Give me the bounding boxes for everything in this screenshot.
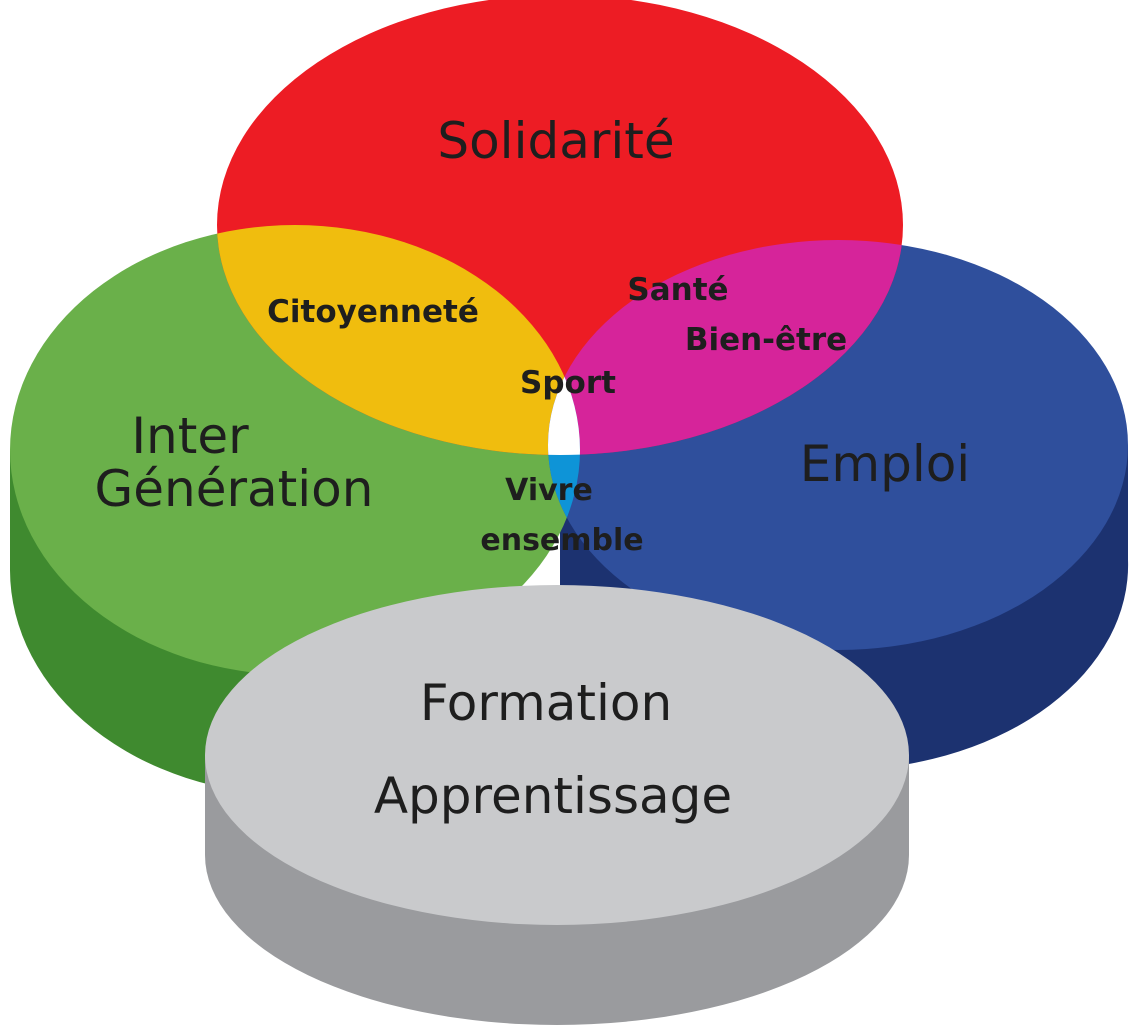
vivre-label-line1: Vivre [505, 473, 593, 508]
sport-label: Sport [520, 365, 616, 401]
formation-label-line2: Apprentissage [374, 767, 732, 825]
emploi-label: Emploi [800, 435, 970, 493]
sante-label-line2: Bien-être [685, 322, 847, 358]
vivre-label-line2: ensemble [480, 523, 643, 558]
sante-label-line1: Santé [627, 272, 728, 308]
inter-label-line1: Inter [131, 407, 249, 465]
solidarite-label: Solidarité [437, 112, 674, 170]
formation-label-line1: Formation [420, 674, 672, 732]
citoyennete-label: Citoyenneté [267, 294, 479, 330]
formation-cylinder [205, 585, 909, 1025]
inter-label-line2: Génération [95, 460, 374, 518]
gray-set-circle [205, 585, 909, 925]
